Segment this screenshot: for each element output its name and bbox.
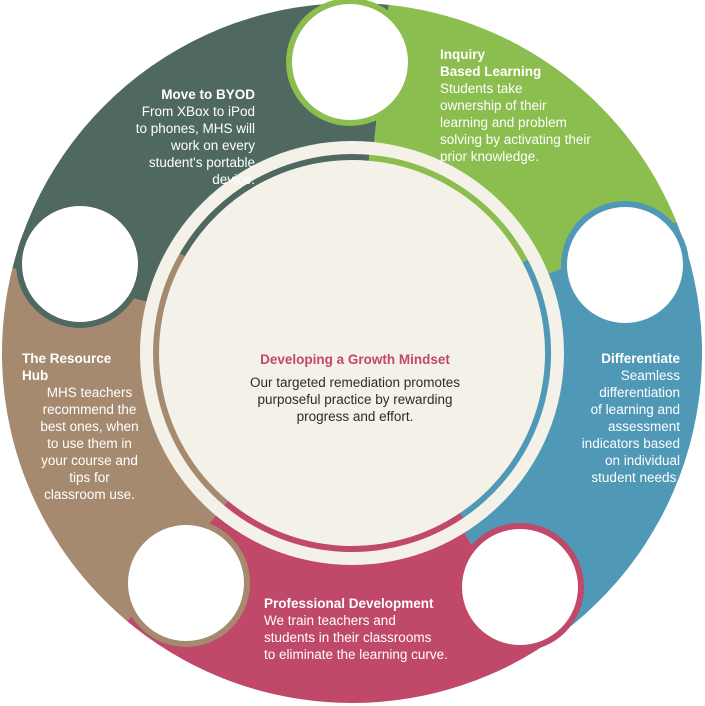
inner-arc-inquiry — [368, 154, 528, 263]
segment-byod-body: From XBox to iPod to phones, MHS will wo… — [135, 104, 255, 187]
center-text: Developing a Growth Mindset Our targeted… — [205, 352, 505, 425]
center-circle — [140, 141, 564, 565]
inner-arc-differentiate — [459, 259, 551, 518]
icon-placeholder-inquiry — [292, 4, 408, 120]
segment-inquiry-title: Inquiry Based Learning — [440, 47, 542, 79]
segment-resource-body: MHS teachers recommend the best ones, wh… — [40, 385, 139, 502]
segment-byod-text: Move to BYOD From XBox to iPod to phones… — [60, 86, 255, 188]
segment-resource-text: The Resource Hub MHS teachers recommend … — [22, 350, 162, 503]
inner-arc-byod — [179, 154, 370, 257]
icon-placeholder-pd — [462, 529, 578, 645]
inner-ring-arcs — [153, 154, 551, 552]
icon-placeholder-resource — [128, 525, 244, 641]
icon-placeholder-differentiate — [567, 207, 683, 323]
segment-differentiate-body: Seamless differentiation of learning and… — [581, 368, 680, 485]
center-title: Developing a Growth Mindset — [260, 352, 450, 367]
inner-arc-pd — [224, 500, 464, 552]
segment-inquiry-text: Inquiry Based Learning Students take own… — [440, 46, 670, 165]
icon-placeholder-byod — [22, 206, 138, 322]
segment-byod-title: Move to BYOD — [161, 87, 255, 102]
segment-differentiate-text: Differentiate Seamless differentiation o… — [520, 350, 680, 486]
segment-inquiry-body: Students take ownership of their learnin… — [440, 81, 591, 164]
icon-placeholders — [16, 0, 689, 651]
center-body: Our targeted remediation promotes purpos… — [249, 375, 461, 424]
segment-pd-text: Professional Development We train teache… — [264, 595, 494, 663]
segment-resource-title: The Resource Hub — [22, 351, 112, 383]
segment-differentiate-title: Differentiate — [601, 351, 680, 366]
segment-pd-title: Professional Development — [264, 596, 434, 611]
inner-arc-resource — [153, 253, 228, 506]
segment-pd-body: We train teachers and students in their … — [264, 613, 448, 662]
